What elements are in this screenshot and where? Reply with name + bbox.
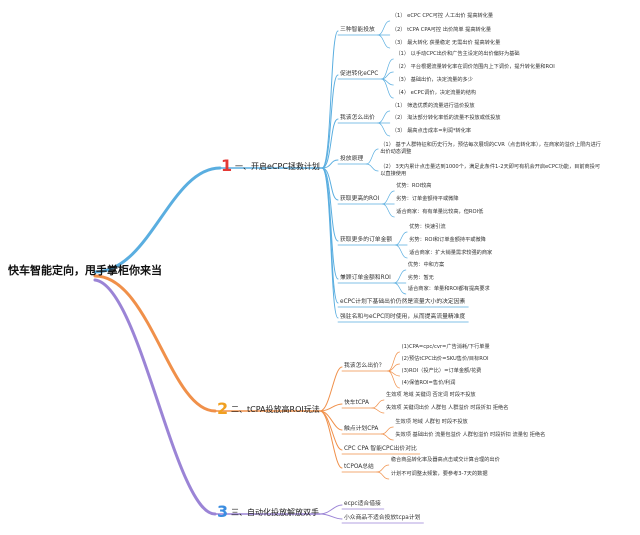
- branch-3-label: 三、自动化投放解放双手: [231, 508, 319, 517]
- branch-1-sub-9-label: 强驻名和与eCPC同时使用，从而提高流量精准度: [340, 314, 466, 320]
- branch-1-sub-1-item-3-link: [377, 34, 391, 49]
- branch-3-sub-1-label: ecpc适合借接: [344, 501, 381, 507]
- branch-2-sub-5-link: [319, 410, 343, 469]
- branch-1-sub-9-link: [321, 167, 339, 319]
- branch-2-sub-3-label: 触点计划CPA: [344, 426, 379, 432]
- branch-1-sub-5-item-3-link: [381, 203, 395, 218]
- branch-2-sub-4-link: [319, 410, 343, 451]
- branch-1-sub-5-item-2: 劣势：订单金额待平或微降: [396, 196, 459, 202]
- branch-2-sub-1-item-1: (1)CPA=cpc/cvr=广告消耗/下行单量: [401, 344, 490, 350]
- branch-1-sub-5-item-3: 适合商家：有有单量比较高，但ROI低: [396, 209, 484, 215]
- branch-2-sub-1-item-3: (3)ROI（投产比）=订单金额/花费: [401, 368, 482, 374]
- branch-2-sub-1-item-1-link: [387, 351, 400, 372]
- branch-2-sub-1-item-4-link: [387, 370, 400, 389]
- branch-1-sub-2-link: [321, 74, 339, 169]
- branch-2-sub-4-label: CPC CPA 智能CPC出价对比: [344, 446, 417, 452]
- branch-2-sub-5-item-1: 稳合商品转化率及器高点击或交计算合理的出价: [390, 457, 500, 463]
- branch-3-sub-2-link: [319, 513, 343, 520]
- branch-1-sub-2-item-1: （1） 以手动CPC出价和广告主设定的出价偏好为基础: [395, 51, 520, 57]
- branch-1-sub-1-item-1: （1） eCPC CPC可控 人工出价 提高转化量: [391, 13, 494, 19]
- branch-1-sub-4-item-2: （2） 3天内累计点击量达到1000个，满足此条件1-2天即可有机会开启eCPC…: [380, 164, 601, 177]
- branch-2-sub-3-item-1: 生效项 地域 人群包 时段不投放: [395, 419, 468, 425]
- branch-1-sub-3-item-3-link: [377, 122, 391, 137]
- branch-2-sub-1-link: [319, 366, 343, 412]
- branch-2-sub-2-item-1-link: [371, 399, 385, 409]
- branch-2-label: 二、tCPA投放高ROI玩法: [231, 405, 320, 414]
- root-to-branch-3-curve: [93, 278, 217, 516]
- branch-1-sub-6-item-1-link: [394, 231, 408, 246]
- root-topic: 快车智能定向，甩手掌柜你来当: [8, 264, 162, 277]
- branch-1-sub-7-item-3: 适合商家：单量和ROI都有提高要求: [407, 286, 490, 292]
- branch-1-sub-4-item-1-link: [365, 148, 379, 165]
- branch-1-sub-5-label: 获取更高的ROI: [340, 196, 380, 202]
- branch-1-sub-2-item-4: （4） eCPC调价，决定流量的结构: [395, 90, 477, 96]
- branch-1-sub-6-item-3-link: [394, 244, 408, 259]
- branch-1-sub-7-item-1-link: [393, 269, 407, 284]
- branch-1-sub-1-item-2: （2） tCPA CPA可控 出价简单 提高转化量: [391, 27, 492, 33]
- branch-1-sub-5-item-1: 优势：ROI较高: [396, 183, 432, 189]
- branch-1-sub-3-item-1: （1） 筛选优质的流量进行溢价投放: [391, 103, 475, 109]
- branch-2-sub-5-item-2-link: [376, 471, 390, 480]
- branch-1-sub-6-item-1: 优势：快速引流: [409, 224, 446, 230]
- branch-1-sub-7-item-1: 优势：中和方案: [407, 262, 445, 268]
- branch-2-sub-3-item-2-link: [380, 433, 394, 441]
- branch-1-sub-6-label: 获取更多的订单金额: [340, 237, 393, 243]
- branch-3-number: 3: [217, 502, 229, 521]
- root-to-branch-1-curve: [93, 166, 222, 274]
- branch-2-sub-5-label: tCPOA总结: [344, 464, 374, 470]
- branch-1-sub-6-link: [321, 167, 339, 242]
- branch-2-sub-2-item-2: 失效项 关键词出价 人群包 人群溢价 时段折扣 拒绝名: [386, 405, 509, 411]
- branch-1-sub-3-item-1-link: [377, 110, 391, 124]
- branch-1-sub-7-item-2: 劣势：暂无: [407, 275, 434, 281]
- branch-2-sub-2-label: 快车tCPA: [344, 400, 370, 406]
- branch-1-sub-6-item-3: 适合商家：扩大销量需求较强的商家: [409, 250, 493, 256]
- branch-1-sub-5-item-1-link: [381, 190, 395, 205]
- branch-1-sub-2-item-1-link: [381, 58, 394, 80]
- branch-1-sub-7-label: 兼顾订单金额和ROI: [340, 275, 391, 281]
- branch-2-number: 2: [217, 399, 229, 418]
- branch-1-sub-8-label: eCPC计划下基础出价仍然是流量大小的决定因素: [340, 299, 466, 305]
- branch-3-sub-2-label: 小众商品不适合投放tcpa计划: [344, 515, 421, 521]
- branch-2-sub-3-item-1-link: [380, 426, 394, 435]
- root-to-branch-2-curve: [93, 274, 217, 413]
- branch-1-sub-1-label: 三种智能投放: [340, 27, 375, 33]
- branch-2-sub-1-item-4: (4)保值ROI=售价/利润: [401, 380, 456, 386]
- branch-1-sub-3-item-2: （2） 淘汰部分转化率低的流量不投放或低投放: [391, 115, 501, 121]
- branch-1-sub-1-item-3: （3） 最大转化 获量稳定 无需出价 提高转化量: [391, 40, 501, 46]
- branch-2-sub-1-item-2: (2)预估tCPC出价=SKU售价/目标ROI: [401, 356, 489, 362]
- branch-2-sub-5-item-1-link: [376, 464, 390, 473]
- branch-2-sub-3-item-2: 失效项 基础出价 流量包溢价 人群包溢价 时段折扣 流量包 拒绝名: [395, 432, 546, 438]
- branch-1-sub-4-link: [321, 159, 339, 169]
- branch-1-sub-6-item-2: 劣势：ROI和订单金额持平或微降: [409, 237, 486, 243]
- branch-1-sub-2-item-2: （2） 平台根据流量转化率在调价范围内上下调价，提升转化量和ROI: [395, 64, 555, 70]
- branch-1-number: 1: [221, 156, 233, 175]
- branch-1-sub-4-label: 投放原理: [340, 156, 364, 162]
- branch-3-sub-1-link: [319, 504, 343, 515]
- branch-2-sub-2-item-2-link: [371, 407, 385, 414]
- branch-1-sub-2-label: 促进转化eCPC: [340, 71, 379, 77]
- branch-1-sub-1-item-1-link: [377, 20, 391, 36]
- branch-1-sub-3-item-3: （3） 最高点击成本=利润*转化率: [391, 128, 472, 134]
- branch-1-sub-3-link: [321, 118, 339, 169]
- branch-1-sub-1-link: [321, 30, 339, 169]
- branch-1-sub-2-item-4-link: [381, 78, 394, 99]
- branch-2-sub-2-link: [319, 403, 343, 412]
- branch-1-sub-4-item-2-link: [365, 163, 379, 172]
- branch-1-sub-2-item-3: （3） 基础出价，决定流量的多少: [395, 77, 473, 83]
- branch-1-label: 一、开启eCPC拯救计划: [235, 162, 320, 171]
- branch-1-sub-3-label: 我该怎么出价: [340, 115, 375, 121]
- branch-1-sub-7-item-3-link: [393, 282, 407, 295]
- branch-2-sub-1-label: 我该怎么出价？: [344, 363, 385, 369]
- branch-2-sub-2-item-1: 生效项 地域 关键词 否定词 时段不投放: [386, 392, 476, 398]
- branch-2-sub-5-item-2: 计划不可调整太频繁，要参考3-7天的数据: [390, 471, 488, 477]
- branch-1-sub-4-item-1: （1） 基于人群特征和历史行为，预估每次展现的CVR（点击转化率），在商家的溢价…: [380, 142, 601, 155]
